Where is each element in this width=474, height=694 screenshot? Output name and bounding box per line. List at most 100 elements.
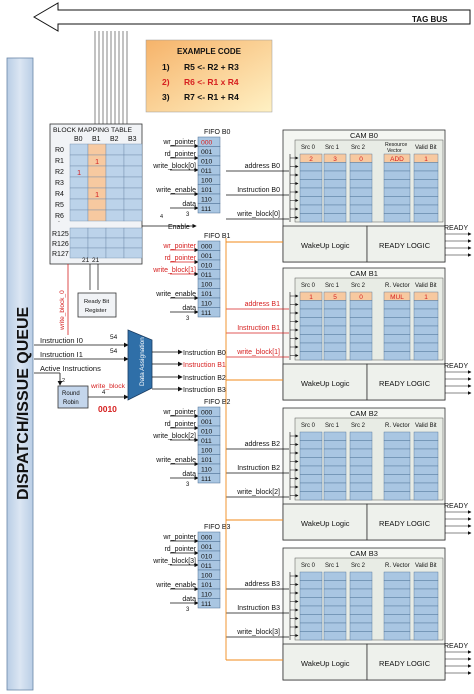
cam-cell: [413, 457, 439, 467]
bmt-cell: [123, 209, 143, 222]
fifo-signal: data: [182, 471, 196, 478]
fifo-name: FIFO B2: [204, 399, 231, 406]
bmt-row-label: R127: [52, 251, 69, 258]
dispatch-queue: DISPATCH/ISSUE QUEUE: [6, 57, 34, 691]
ready-logic-box: [366, 503, 446, 541]
fifo-slot-label: 111: [201, 601, 212, 608]
bmt-row-label: R3: [55, 180, 64, 187]
cam-cell: [413, 204, 439, 214]
cam-cell: [413, 213, 439, 223]
fifo-slot-label: 101: [201, 187, 213, 194]
cam-cell: [413, 491, 439, 501]
cam-cell: [323, 474, 347, 484]
bmt-row-label: R6: [55, 213, 64, 220]
cam-col-header: Valid Bit: [415, 563, 437, 569]
cam-cell: [349, 457, 373, 467]
ready-label: READY: [444, 363, 468, 370]
code-line-num: 1): [162, 62, 170, 72]
cam-cell: [299, 325, 323, 335]
cam-cell: [349, 342, 373, 352]
assign-output: Instruction B2: [183, 375, 226, 382]
fifo-signal: wr_pointer: [162, 409, 196, 416]
cam-cell: [299, 580, 323, 590]
cam-cell: [383, 631, 411, 641]
cam-cell: [413, 597, 439, 607]
bmt-cell: [105, 247, 125, 259]
bmt-cell: [69, 154, 89, 167]
cam-cell: [413, 588, 439, 598]
cam-cell-value: 0: [359, 294, 363, 301]
fifo-signal: write_enable: [155, 187, 196, 194]
cam-cell: [383, 179, 411, 189]
fifo-slot: [197, 598, 221, 609]
cam-cell: [349, 179, 373, 189]
code-line-num: 2): [162, 77, 170, 87]
ready-logic-box: [366, 643, 446, 681]
cam-cell: [413, 631, 439, 641]
wakeup-logic: WakeUp Logic: [301, 519, 350, 528]
cam-cell: [299, 308, 323, 318]
wakeup-logic: WakeUp Logic: [301, 659, 350, 668]
cam-col-header: Valid Bit: [415, 283, 437, 289]
fifo-signal: rd_pointer: [164, 421, 196, 428]
fifo-slot-label: 100: [201, 178, 213, 185]
fifo-slot: [197, 203, 221, 214]
cam-signal: address B2: [245, 441, 281, 448]
cam-cell: [299, 179, 323, 189]
cam-signal: Instruction B1: [237, 325, 280, 332]
fifo-slot-label: 111: [201, 310, 212, 317]
cam-cell: [383, 431, 411, 441]
bmt-col-header: B3: [128, 136, 137, 143]
cam-cell: [349, 482, 373, 492]
cam-cell: [383, 162, 411, 172]
cam-cell: [383, 605, 411, 615]
fifo-signal: data: [182, 201, 196, 208]
fifo-signal: write_block[2]: [152, 433, 196, 440]
cam-cell: [349, 213, 373, 223]
cam-col-header: Src 2: [351, 563, 366, 569]
bmt-cell: [87, 227, 107, 239]
cam-cell: [349, 580, 373, 590]
cam-cell: [349, 351, 373, 361]
wakeup-logic-box: [282, 643, 368, 681]
wakeup-logic: WakeUp Logic: [301, 379, 350, 388]
ready-logic: READY LOGIC: [379, 659, 431, 668]
cam-cell: [349, 317, 373, 327]
cam-cell: [413, 325, 439, 335]
cam-cell: [349, 334, 373, 344]
bmt-cell: [69, 209, 89, 222]
cam-signal: write_block[1]: [236, 349, 280, 356]
cam-signal: write_block[0]: [236, 211, 280, 218]
cam-cell: [299, 196, 323, 206]
cam-cell: [413, 300, 439, 310]
bmt-row-label: R2: [55, 169, 64, 176]
cam-cell: [323, 325, 347, 335]
fifo-slot-label: 000: [201, 244, 213, 251]
cam-cell: [299, 440, 323, 450]
cam-cell: [299, 465, 323, 475]
cam-cell: [383, 300, 411, 310]
ready-label: READY: [444, 225, 468, 232]
cam-cell: [323, 351, 347, 361]
bmt-col-header: B2: [110, 136, 119, 143]
cam-cell: [299, 351, 323, 361]
example-code-box: EXAMPLE CODE 1)R5 <- R2 + R32)R6 <- R1 x…: [145, 39, 273, 113]
tag-bus-drops: [94, 31, 128, 128]
bmt-col-header: B1: [92, 136, 101, 143]
rr-width: 2: [62, 378, 65, 384]
cam-cell: [299, 162, 323, 172]
bmt-cell: [105, 143, 125, 156]
cam-cell: [413, 465, 439, 475]
bmt-cell: [69, 187, 89, 200]
cam-name: CAM B1: [350, 269, 378, 278]
code-line-text: R6 <- R1 x R4: [184, 77, 239, 87]
code-line-text: R7 <- R1 + R4: [184, 92, 239, 102]
cam-cell: [413, 179, 439, 189]
cam-cell: [383, 334, 411, 344]
write-block-vertical: write_block_0: [59, 290, 66, 331]
cam-cell: [413, 614, 439, 624]
ready-logic: READY LOGIC: [379, 379, 431, 388]
bmt-cell: [87, 176, 107, 189]
rr-width: 4: [102, 390, 106, 396]
